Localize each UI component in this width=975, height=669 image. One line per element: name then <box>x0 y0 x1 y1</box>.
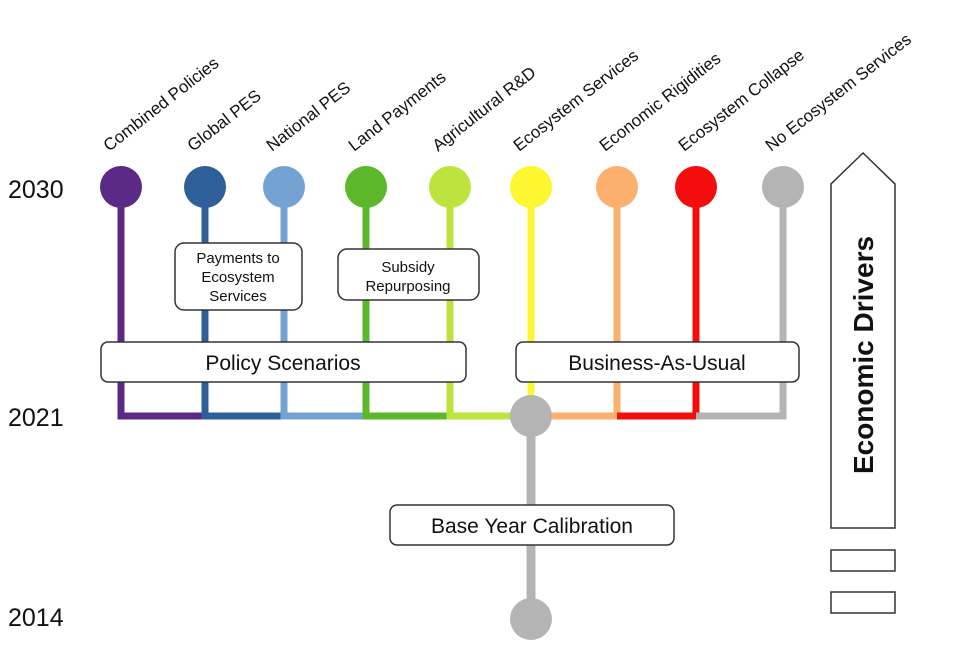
scenario-node-ecosystem-services <box>510 166 552 208</box>
scenario-node-no-ecosystem-services <box>762 166 804 208</box>
scenario-node-agricultural-r-d <box>429 166 471 208</box>
branch-hub-node <box>510 395 552 437</box>
scenario-label-no-ecosystem-services: No Ecosystem Services <box>762 30 915 155</box>
economic-drivers-label: Economic Drivers <box>848 236 879 474</box>
pes-callout-box: Payments to Ecosystem Services <box>174 242 303 311</box>
business-as-usual-box: Business-As-Usual <box>515 341 800 383</box>
scenario-node-land-payments <box>345 166 387 208</box>
pes-callout-line-2: Ecosystem <box>201 269 274 286</box>
scenario-node-ecosystem-collapse <box>675 166 717 208</box>
subsidy-callout-line-2: Repurposing <box>365 278 450 295</box>
driver-segment-2 <box>830 591 896 614</box>
year-2014-label: 2014 <box>8 604 64 632</box>
scenario-node-combined-policies <box>100 166 142 208</box>
subsidy-callout-line-1: Subsidy <box>381 259 435 276</box>
pes-callout-line-3: Services <box>209 288 267 305</box>
scenario-label-global-pes: Global PES <box>184 86 265 155</box>
scenario-node-national-pes <box>263 166 305 208</box>
economic-drivers-arrow: Economic Drivers <box>830 151 896 614</box>
scenario-node-economic-rigidities <box>596 166 638 208</box>
scenario-node-global-pes <box>184 166 226 208</box>
business-as-usual-label: Business-As-Usual <box>568 352 745 375</box>
year-2021-label: 2021 <box>8 404 64 432</box>
year-2030-label: 2030 <box>8 176 64 204</box>
base-year-calibration-box: Base Year Calibration <box>389 504 675 546</box>
base-year-calibration-label: Base Year Calibration <box>431 515 633 538</box>
policy-scenarios-label: Policy Scenarios <box>205 352 360 375</box>
base-year-node <box>510 598 552 640</box>
scenario-label-national-pes: National PES <box>263 78 354 155</box>
driver-segment-1 <box>830 549 896 572</box>
policy-scenarios-box: Policy Scenarios <box>100 341 467 383</box>
subsidy-callout-box: Subsidy Repurposing <box>337 248 480 301</box>
pes-callout-line-1: Payments to <box>196 250 279 267</box>
